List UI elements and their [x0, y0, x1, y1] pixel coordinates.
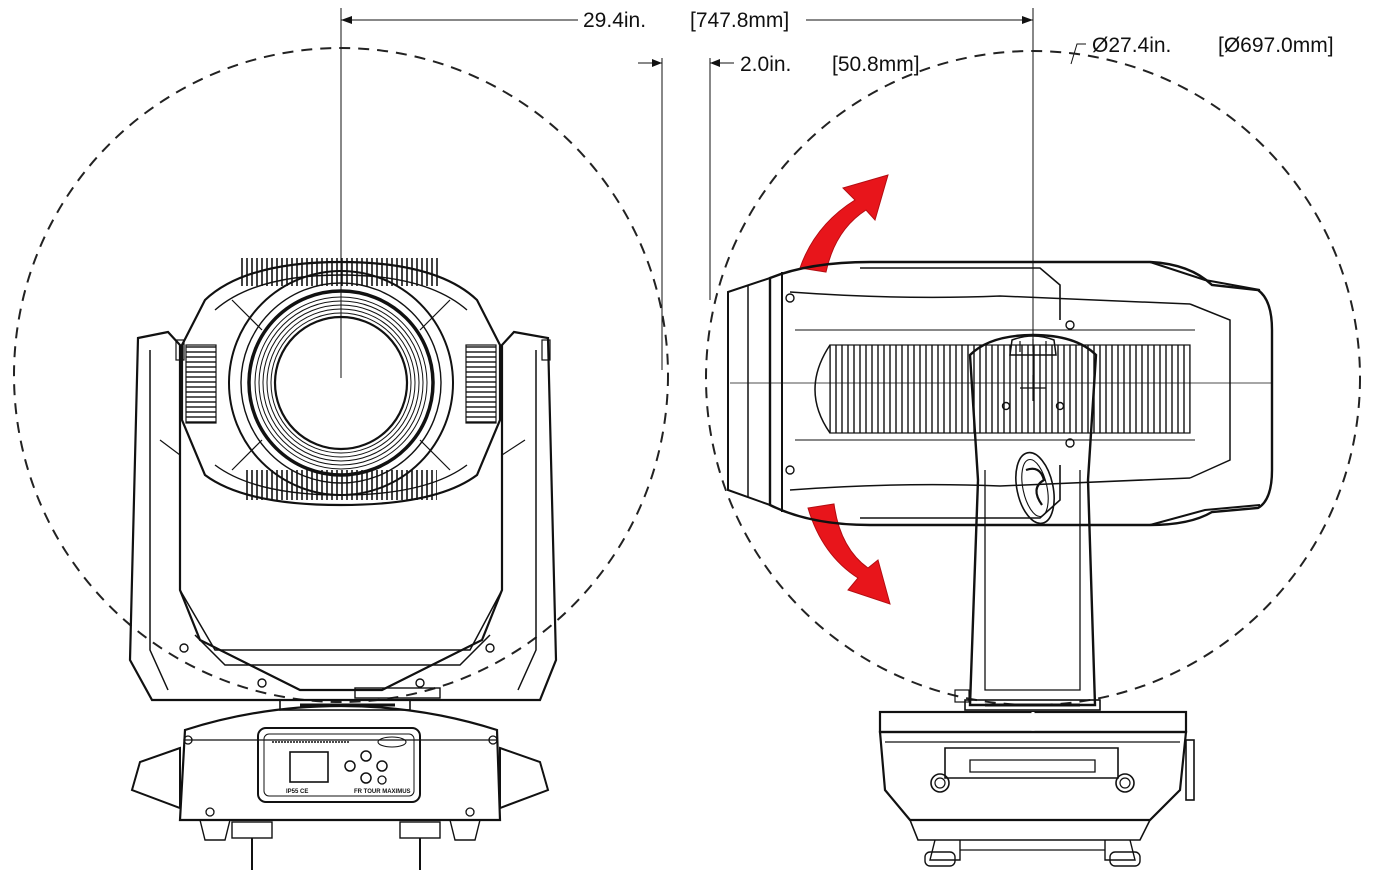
panel-logo-icon — [377, 736, 407, 748]
yoke-logo-icon — [1015, 451, 1055, 525]
diameter-mm-label: [Ø697.0mm] — [1218, 34, 1334, 57]
width-dimension: 29.4in. [747.8mm] — [340, 8, 1034, 390]
left-button — [377, 775, 387, 785]
panel-model-label: FR TOUR MAXIMUS — [354, 789, 411, 795]
offset-mm-label: [50.8mm] — [832, 53, 920, 76]
front-view: IP55 CE FR TOUR MAXIMUS — [13, 47, 669, 870]
control-panel: IP55 CE FR TOUR MAXIMUS — [257, 727, 421, 803]
tilt-arrow-up-icon — [799, 174, 889, 273]
front-lens — [228, 270, 454, 496]
side-yoke-arm — [954, 333, 1098, 707]
side-head — [727, 260, 1274, 527]
tilt-arrow-down-icon — [807, 503, 891, 605]
diameter-inches-label: Ø27.4in. — [1092, 34, 1171, 57]
offset-dimension: 2.0in. [50.8mm] — [638, 53, 920, 370]
front-base: IP55 CE FR TOUR MAXIMUS — [130, 704, 550, 870]
front-swing-circle — [13, 47, 669, 703]
up-button — [376, 760, 388, 772]
side-base — [878, 710, 1195, 867]
lcd-display — [289, 751, 329, 783]
panel-cert-label: IP55 CE — [286, 789, 308, 795]
width-inches-label: 29.4in. — [583, 9, 646, 32]
side-pan-bearing — [964, 699, 1101, 711]
offset-inches-label: 2.0in. — [740, 53, 791, 76]
diameter-dimension: Ø27.4in. [Ø697.0mm] — [1070, 34, 1334, 65]
down-button — [344, 760, 356, 772]
enter-button — [360, 772, 372, 784]
front-head — [180, 260, 502, 507]
side-view — [705, 50, 1361, 867]
menu-button — [360, 750, 372, 762]
width-mm-label: [747.8mm] — [690, 9, 789, 32]
